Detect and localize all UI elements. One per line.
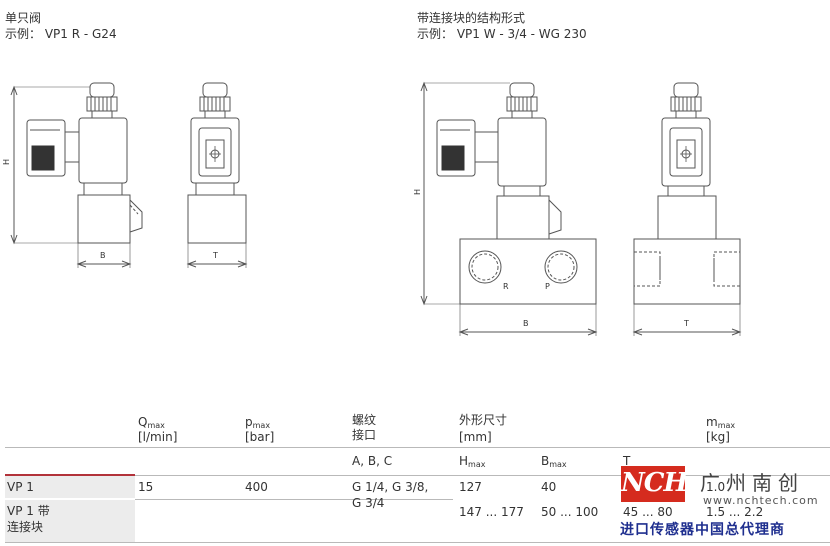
header-thread-1: 螺纹 <box>352 413 377 427</box>
watermark-tagline: 进口传感器中国总代理商 <box>620 522 785 538</box>
header-dims-unit: [mm] <box>459 430 492 444</box>
row2-model-line1: VP 1 带 <box>7 504 50 518</box>
left-view-title: 单只阀 <box>5 11 42 25</box>
dim-label-h-left: H <box>2 159 11 165</box>
dim-label-t-right: T <box>683 319 689 328</box>
nch-logo-text: NCH <box>621 468 688 498</box>
dim-label-t-left: T <box>212 251 218 260</box>
header-q-unit: [l/min] <box>138 430 178 444</box>
subheader-b: Bmax <box>541 454 567 469</box>
row1-q: 15 <box>138 480 154 494</box>
row2-m: 1.5 ... 2.2 <box>706 505 764 519</box>
row2-h: 147 ... 177 <box>459 505 524 519</box>
header-q: Qmax <box>138 415 165 430</box>
right-view-title: 带连接块的结构形式 <box>417 11 526 25</box>
subheader-h: Hmax <box>459 454 486 469</box>
row2-thread: G 3/4 <box>352 496 385 510</box>
block-valve-side-view <box>420 81 598 336</box>
block-valve-front-view <box>632 82 742 336</box>
row2-b: 50 ... 100 <box>541 505 599 519</box>
dim-label-b-left: B <box>100 251 106 260</box>
port-label-r: R <box>503 282 509 291</box>
watermark-url: www.nchtech.com <box>703 494 819 507</box>
header-m-unit: [kg] <box>706 430 730 444</box>
row1-p: 400 <box>245 480 268 494</box>
header-thread-2: 接口 <box>352 428 377 442</box>
header-p: pmax <box>245 415 271 430</box>
subheader-ports: A, B, C <box>352 454 393 468</box>
nch-logo <box>621 466 685 502</box>
row1-h: 127 <box>459 480 482 494</box>
dim-label-h-right: H <box>413 189 422 195</box>
subheader-t: T <box>623 454 631 468</box>
header-dims: 外形尺寸 <box>459 413 508 427</box>
row2-t: 45 ... 80 <box>623 505 673 519</box>
dim-label-b-right: B <box>523 319 529 328</box>
row1-thread: G 1/4, G 3/8, <box>352 480 429 494</box>
row1-b: 40 <box>541 480 557 494</box>
single-valve-front-view <box>186 82 248 268</box>
right-view-example: 示例： VP1 W - 3/4 - WG 230 <box>417 27 587 41</box>
row1-model: VP 1 <box>7 480 34 494</box>
header-p-unit: [bar] <box>245 430 275 444</box>
left-view-example: 示例： VP1 R - G24 <box>5 27 117 41</box>
single-valve-side-view <box>10 82 143 268</box>
header-m: mmax <box>706 415 736 430</box>
watermark-company-name: 广州南创 <box>700 471 804 495</box>
port-label-p: P <box>545 282 550 291</box>
row1-m: 1.0 <box>706 480 726 494</box>
row2-model-line2: 连接块 <box>7 520 44 534</box>
technical-drawing: H B T H B T R P <box>2 81 742 336</box>
